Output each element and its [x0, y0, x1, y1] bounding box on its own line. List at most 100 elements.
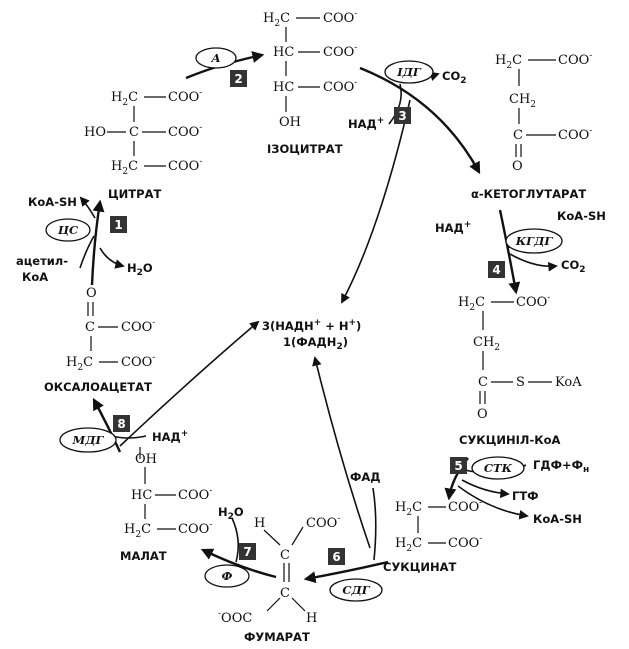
svg-text:S: S: [516, 375, 525, 390]
arrow-gtf-step-5: [461, 479, 510, 499]
co2-step-4: CO2: [561, 258, 585, 275]
water-step-1: H2O: [127, 261, 153, 278]
arrow-acetyl-step-1: [79, 235, 95, 269]
step-box-6: 6: [328, 548, 345, 565]
arrow-fad-step-6: [372, 487, 377, 561]
svg-text:C: C: [478, 375, 488, 390]
svg-text:COO-: COO-: [558, 126, 592, 143]
svg-text:-OOC: -OOC: [218, 609, 252, 626]
malate-structure: OH HC COO- H2C COO- МАЛАТ: [120, 447, 212, 563]
nad-step-8: НАД+: [152, 429, 188, 444]
svg-text:HO: HO: [84, 125, 106, 140]
svg-text:H2C: H2C: [395, 500, 422, 518]
succinate-label: СУКЦИНАТ: [383, 560, 457, 574]
arrow-step-8-to-nadh: [119, 320, 260, 447]
svg-text:COO-: COO-: [178, 486, 212, 503]
svg-text:7: 7: [243, 545, 251, 559]
enzyme-mdg: МДГ: [59, 427, 117, 453]
svg-text:C: C: [280, 548, 290, 563]
svg-text:CH2: CH2: [509, 92, 536, 110]
step-box-3: 3: [394, 107, 411, 124]
arrow-step-8: [92, 397, 122, 453]
enzyme-sdg: СДГ: [329, 578, 383, 602]
succinyl-coa-structure: H2C COO- CH2 C S KoA O СУКЦИНІЛ-КоА: [458, 293, 582, 447]
svg-text:COO-: COO-: [516, 293, 550, 310]
svg-text:3(НАДН+ + H+): 3(НАДН+ + H+): [262, 318, 361, 333]
isocitrate-label: ІЗОЦИТРАТ: [267, 142, 343, 156]
arrow-step-6-to-fadh2: [312, 356, 371, 549]
arrow-step-6: [303, 560, 389, 584]
arrow-nad-step-3: [388, 83, 402, 125]
svg-text:COO-: COO-: [168, 123, 202, 140]
svg-text:COO-: COO-: [168, 157, 202, 174]
oxaloacetate-structure: O C COO- H2C COO- ОКСАЛОАЦЕТАТ: [44, 286, 155, 394]
svg-text:COO-: COO-: [168, 88, 202, 105]
svg-text:HC: HC: [273, 80, 294, 95]
arrow-co2-step-4: [509, 253, 558, 272]
step-box-4: 4: [488, 261, 505, 278]
enzyme-a: А: [195, 47, 237, 69]
arrow-step-1: [90, 199, 105, 286]
svg-text:Ф: Ф: [222, 569, 233, 583]
enzyme-idg: ІДГ: [384, 60, 434, 84]
svg-text:COO-: COO-: [323, 78, 357, 95]
svg-text:ІДГ: ІДГ: [396, 65, 422, 79]
svg-text:KoA: KoA: [555, 375, 582, 390]
svg-text:H: H: [254, 516, 265, 531]
succinate-structure: H2C COO- H2C COO- СУКЦИНАТ: [383, 498, 482, 574]
svg-text:4: 4: [492, 263, 500, 277]
enzyme-stk: СТК: [471, 456, 525, 480]
arrow-water-step-7: [231, 517, 240, 563]
svg-text:6: 6: [332, 550, 340, 564]
svg-text:COO-: COO-: [121, 353, 155, 370]
nad-step-4: НАД+: [435, 220, 471, 235]
svg-text:COO-: COO-: [323, 43, 357, 60]
svg-text:COO-: COO-: [121, 318, 155, 335]
svg-text:8: 8: [117, 417, 125, 431]
akg-label: α-КЕТОГЛУТАРАТ: [471, 187, 586, 201]
arrow-step-7: [200, 548, 277, 579]
arrow-koa-sh-step-5: [457, 485, 529, 520]
citrate-label: ЦИТРАТ: [108, 187, 161, 201]
fumarate-structure: H COO- C C -OOC H ФУМАРАТ: [218, 514, 340, 644]
svg-text:HC: HC: [273, 45, 294, 60]
svg-text:МДГ: МДГ: [72, 433, 105, 447]
enzyme-kgdg: КГДГ: [505, 228, 563, 254]
svg-text:COO-: COO-: [306, 514, 340, 531]
arrow-step-4: [498, 209, 521, 295]
svg-text:H2C: H2C: [395, 536, 422, 554]
svg-text:CH2: CH2: [473, 335, 500, 353]
koa-sh-step-1: КоА-SH: [28, 195, 77, 209]
svg-text:HC: HC: [131, 488, 152, 503]
svg-text:H2C: H2C: [458, 295, 485, 313]
svg-text:OH: OH: [135, 452, 157, 467]
arrow-koa-sh-step-1: [79, 196, 96, 219]
acetyl-coa-line-2: КоА: [22, 270, 48, 284]
svg-text:COO-: COO-: [323, 9, 357, 26]
step-box-8: 8: [113, 415, 130, 432]
svg-text:COO-: COO-: [448, 534, 482, 551]
step-box-2: 2: [230, 70, 247, 87]
svg-text:3: 3: [398, 109, 406, 123]
svg-text:C: C: [513, 128, 523, 143]
co2-step-3: CO2: [442, 69, 466, 86]
svg-text:ЦС: ЦС: [57, 223, 79, 237]
arrow-water-step-1: [99, 247, 125, 269]
koa-sh-step-4: КоА-SH: [557, 209, 606, 223]
water-step-7: H2O: [218, 505, 244, 522]
arrow-step-3-to-nadh: [341, 99, 411, 304]
svg-text:C: C: [85, 320, 95, 335]
svg-text:H2C: H2C: [111, 90, 138, 108]
svg-text:COO-: COO-: [558, 51, 592, 68]
svg-text:O: O: [86, 286, 97, 301]
enzyme-f: Ф: [204, 564, 250, 588]
svg-text:1: 1: [114, 218, 122, 232]
step-box-7: 7: [239, 543, 256, 560]
svg-text:O: O: [512, 159, 523, 174]
svg-text:O: O: [477, 407, 488, 422]
step-box-1: 1: [110, 216, 127, 233]
svg-text:COO-: COO-: [448, 498, 482, 515]
svg-text:H2C: H2C: [263, 11, 290, 29]
